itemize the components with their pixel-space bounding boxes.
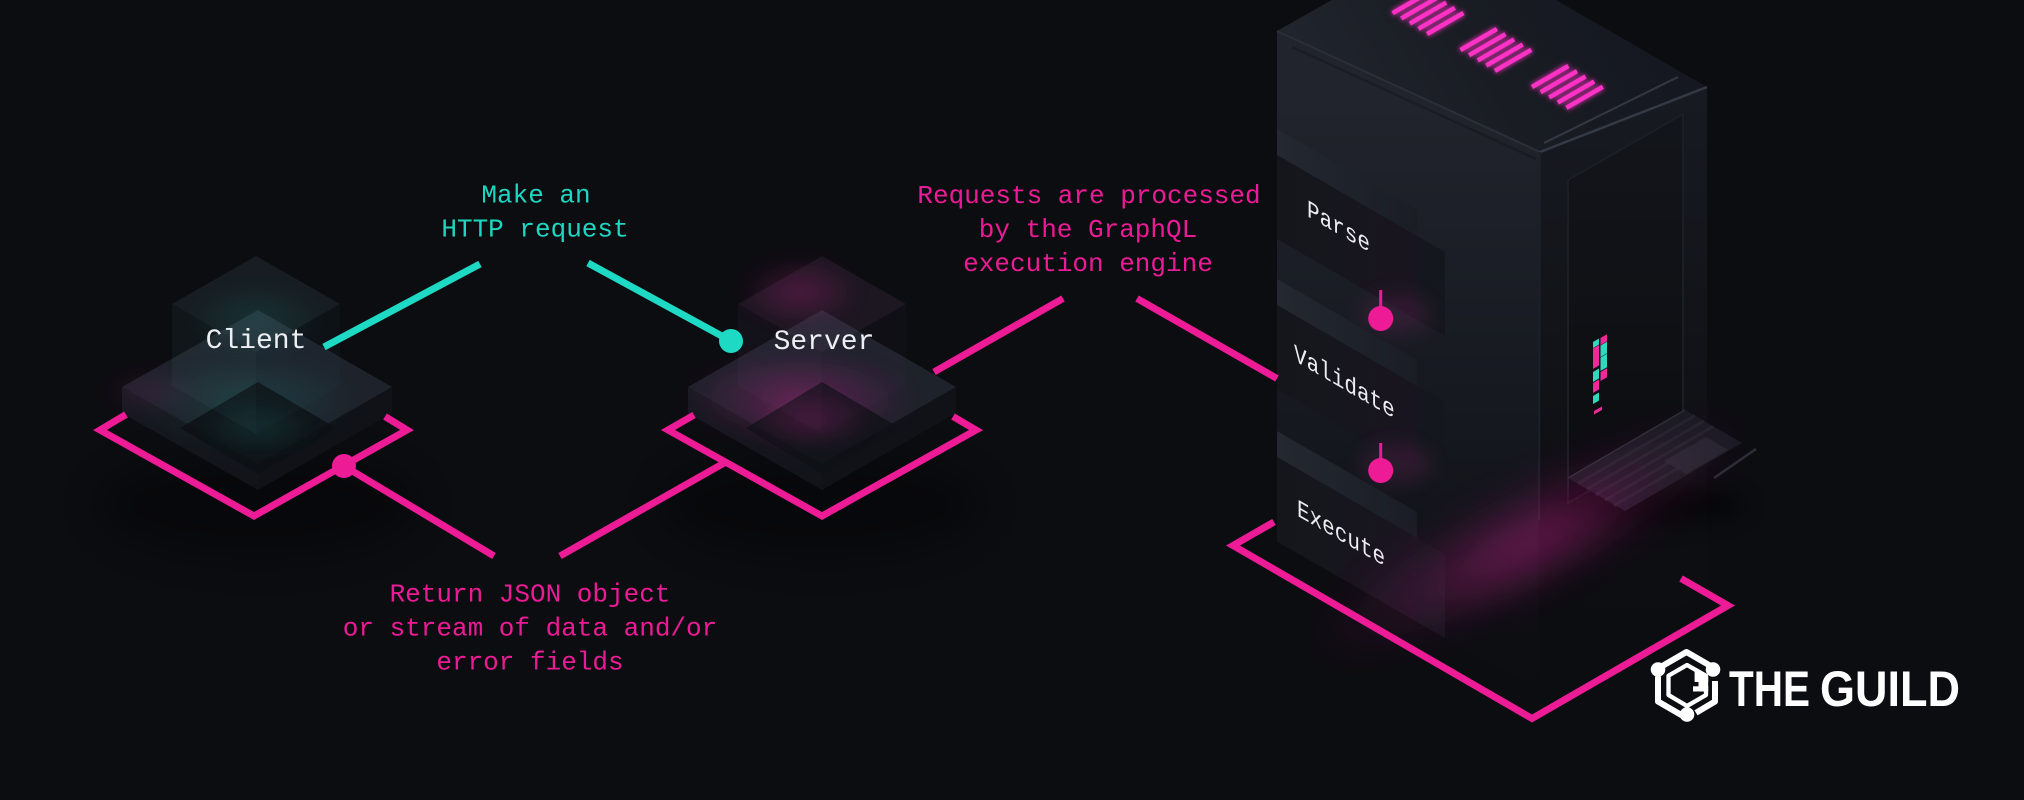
svg-text:HTTP request: HTTP request xyxy=(441,215,628,245)
svg-text:execution engine: execution engine xyxy=(963,249,1213,279)
svg-text:or stream of data and/or: or stream of data and/or xyxy=(343,614,717,644)
svg-text:Return JSON object: Return JSON object xyxy=(390,580,671,610)
svg-text:GUILD: GUILD xyxy=(1820,661,1960,717)
svg-text:by the GraphQL: by the GraphQL xyxy=(979,215,1197,245)
svg-text:Make an: Make an xyxy=(481,181,590,211)
svg-text:Requests are processed: Requests are processed xyxy=(917,181,1260,211)
svg-text:error fields: error fields xyxy=(436,648,623,678)
svg-text:Client: Client xyxy=(206,326,307,357)
svg-text:THE: THE xyxy=(1729,661,1810,717)
svg-text:Server: Server xyxy=(774,327,875,358)
